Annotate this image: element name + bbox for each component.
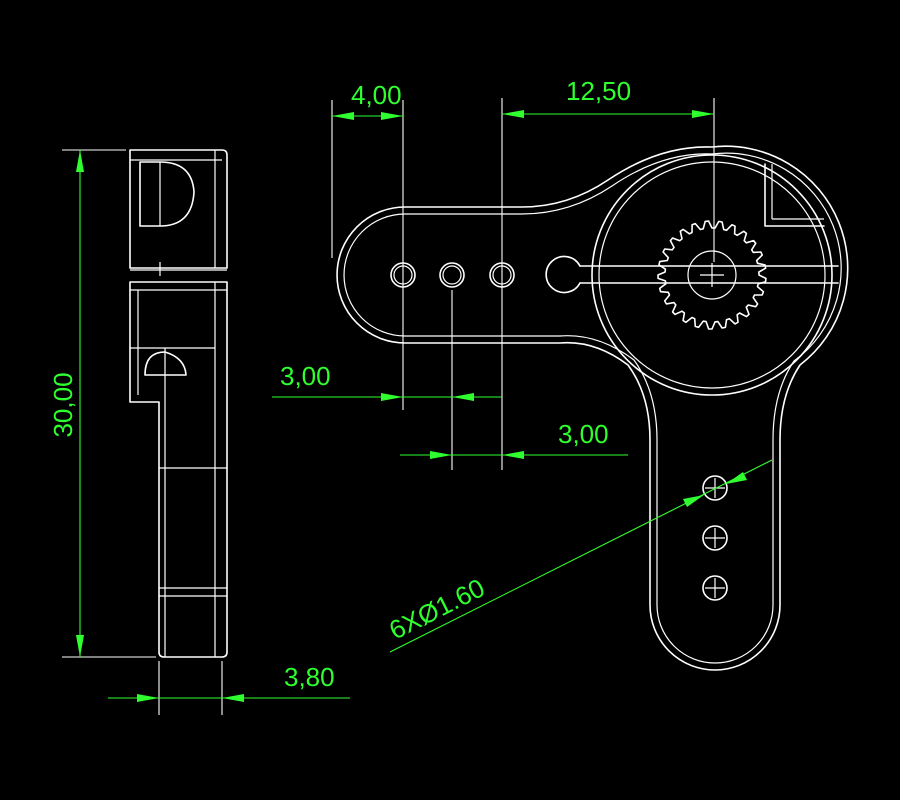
dim-pitch-bottom-label: 3,00 xyxy=(558,419,609,449)
dim-hole-callout-arrow-2 xyxy=(726,472,747,484)
hub-outer-ring xyxy=(591,154,833,396)
dim-hole-offset: 4,00 xyxy=(331,80,404,410)
hub-clamp-slot xyxy=(579,265,839,284)
dim-hole-pitch-bottom: 3,00 xyxy=(400,419,628,459)
hub-inner-ring xyxy=(598,161,826,389)
side-view-small-d xyxy=(144,351,187,376)
side-view xyxy=(129,149,228,658)
dim-hole-callout-arrow-1 xyxy=(683,495,704,507)
dim-hole-offset-label: 4,00 xyxy=(351,80,402,110)
dim-spline-distance: 12,50 xyxy=(501,76,715,470)
dim-hole-callout-leader xyxy=(389,459,773,653)
side-view-d-cap xyxy=(139,161,195,227)
hub-corner-notch xyxy=(764,163,825,227)
arm-holes xyxy=(390,255,581,294)
dim-hole-callout: 6XØ1.60 xyxy=(384,459,773,653)
hub-center-bore xyxy=(687,250,737,300)
arm-hole-2-inner xyxy=(442,265,462,285)
arm-hole-2 xyxy=(439,262,465,288)
side-view-upper-block xyxy=(129,149,228,269)
dim-side-thickness-arrow-right xyxy=(222,694,244,702)
dim-side-thickness: 3,80 xyxy=(108,661,350,715)
lower-arm-holes xyxy=(702,475,728,601)
dim-side-height-arrow-bottom xyxy=(76,635,84,657)
dim-side-height-label: 30,00 xyxy=(48,372,78,437)
dim-side-thickness-label: 3,80 xyxy=(284,662,335,692)
hub-spline-gear xyxy=(657,220,767,330)
side-view-lower-body xyxy=(129,281,228,658)
dim-hole-callout-label: 6XØ1.60 xyxy=(384,572,489,645)
front-view xyxy=(336,145,849,671)
horn-outline-inner xyxy=(343,152,842,664)
dim-side-thickness-arrow-left xyxy=(137,694,159,702)
lower-hole-1 xyxy=(702,475,728,501)
arm-slot-end xyxy=(545,255,581,294)
horn-outline-outer xyxy=(336,145,849,671)
lower-hole-3 xyxy=(702,575,728,601)
dim-side-height-arrow-top xyxy=(76,150,84,172)
dim-pitch-top-label: 3,00 xyxy=(280,361,331,391)
lower-hole-2 xyxy=(702,525,728,551)
dim-side-height: 30,00 xyxy=(48,149,156,658)
dim-spline-label: 12,50 xyxy=(566,76,631,106)
dim-hole-pitch-top: 3,00 xyxy=(272,290,502,470)
